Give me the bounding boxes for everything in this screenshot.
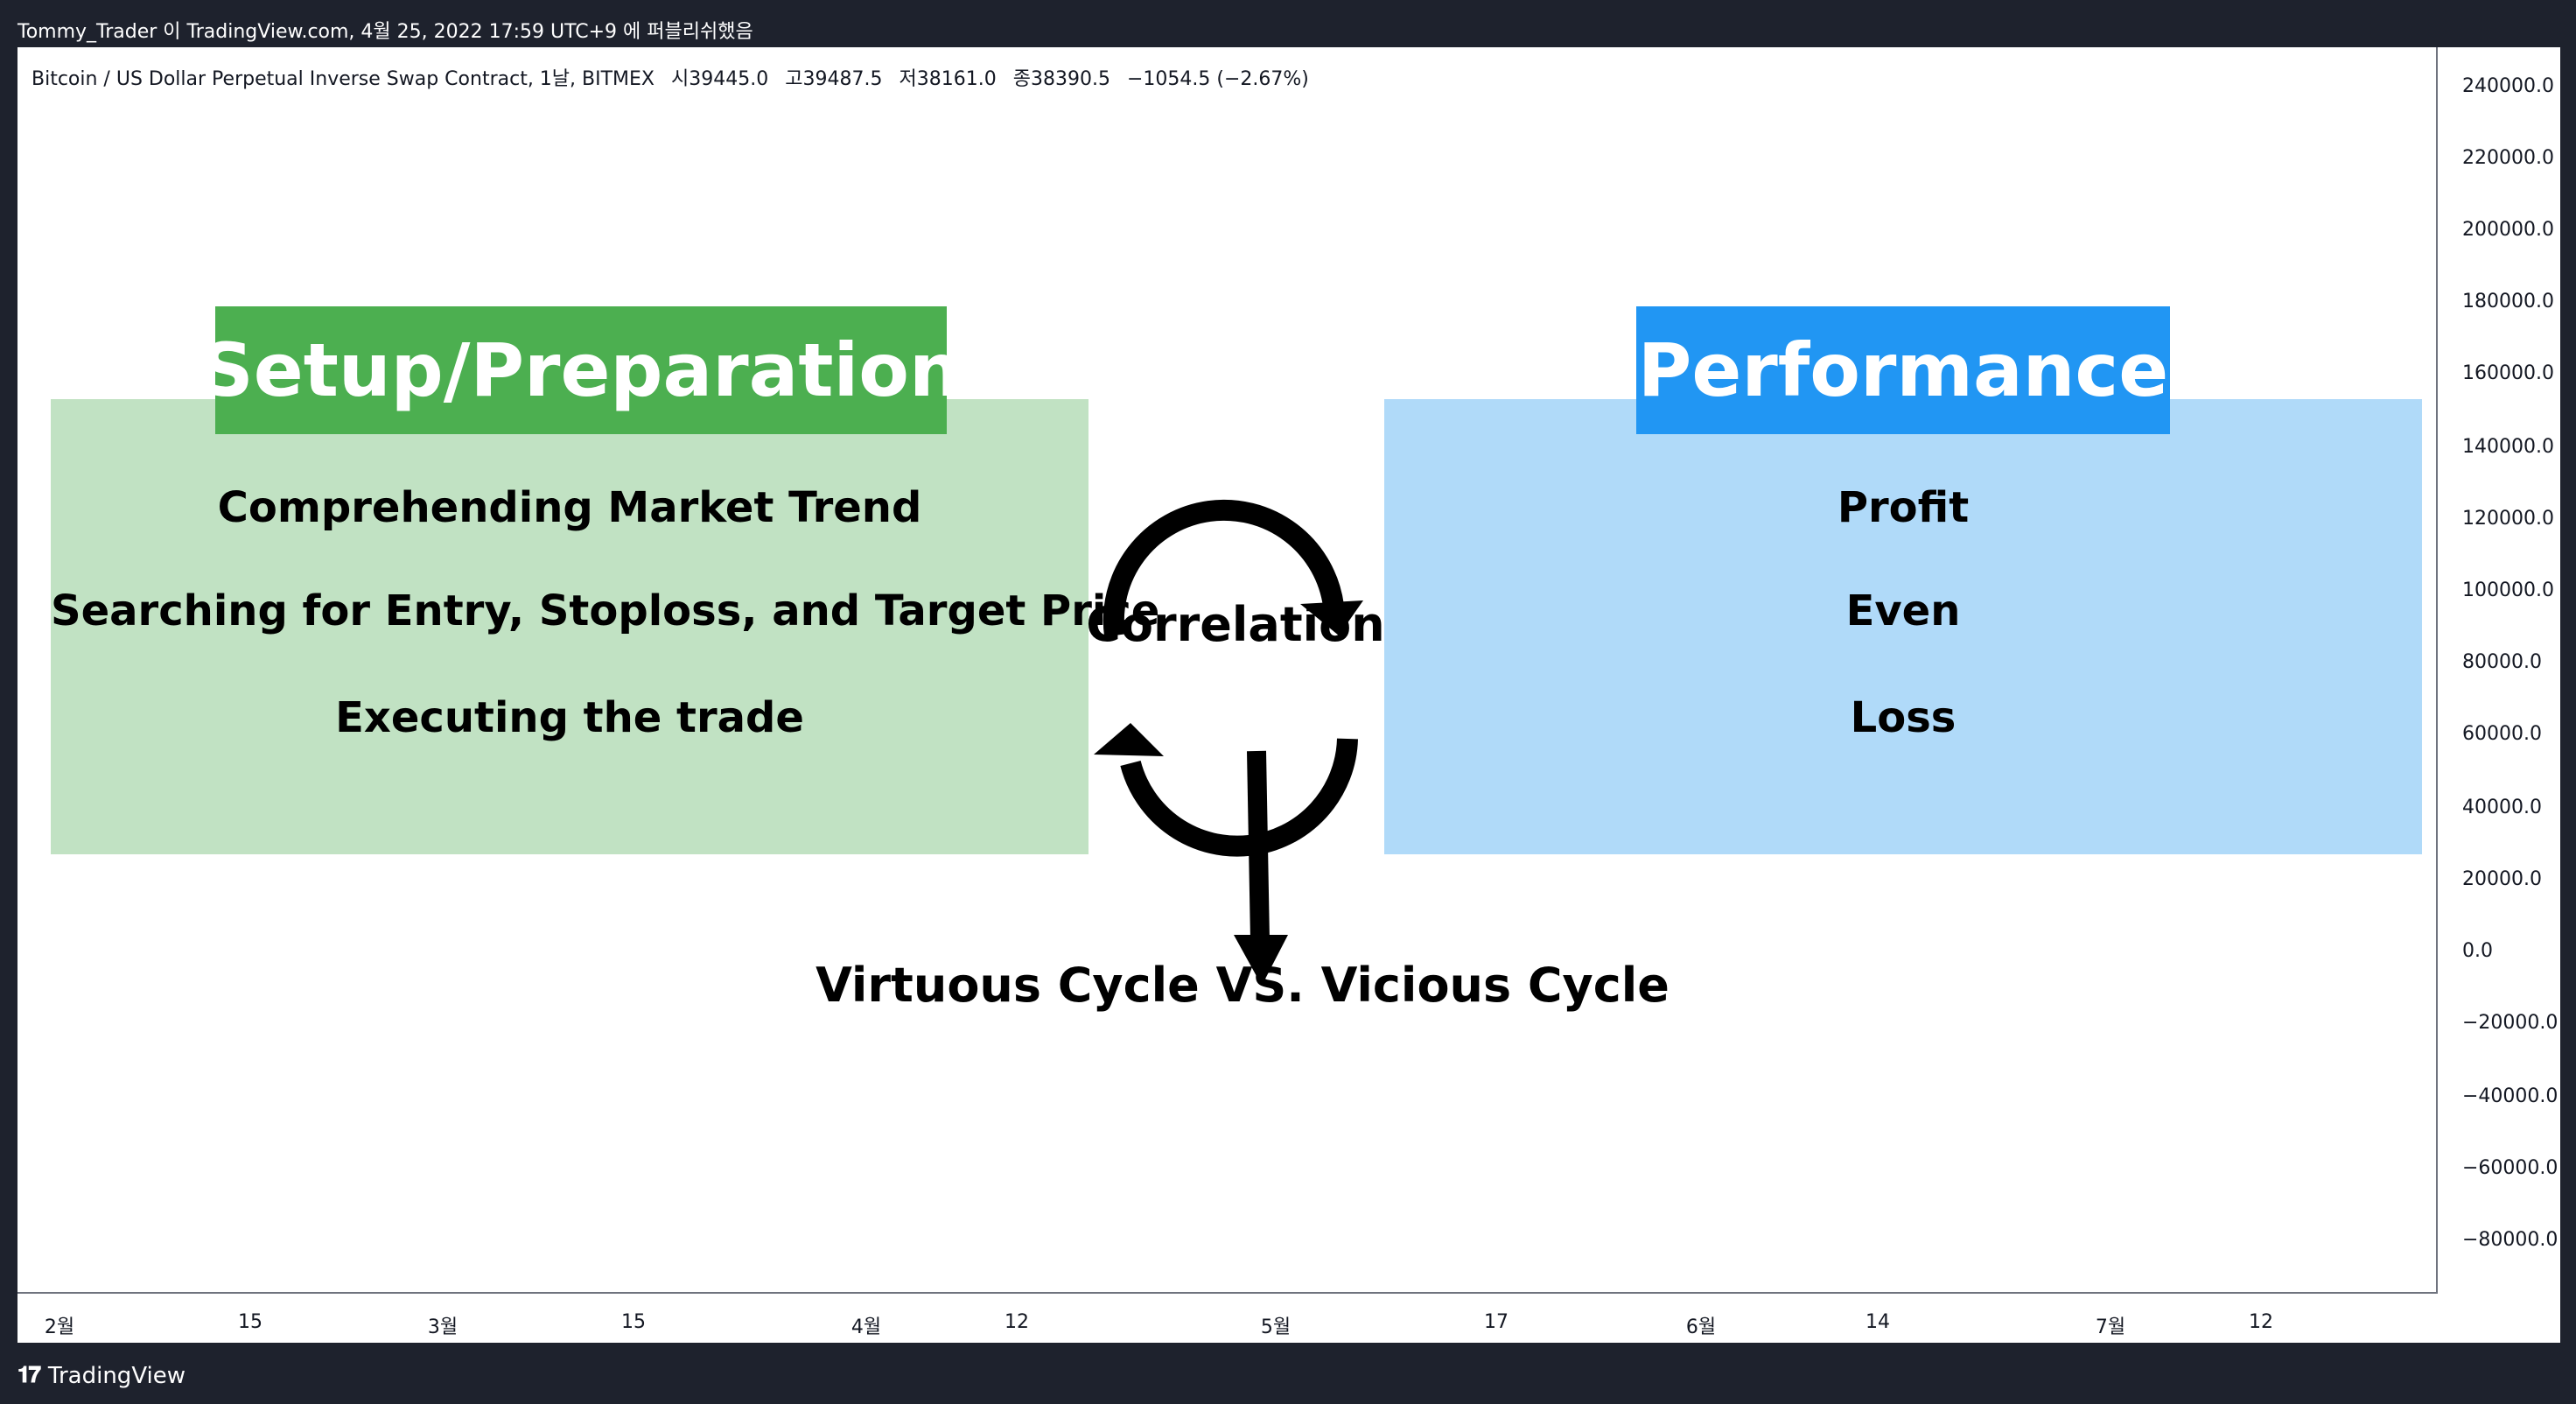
time-tick: 6월 (1685, 1316, 1717, 1338)
time-axis[interactable]: 2월 15 3월 15 4월 12 5월 17 6월 14 7월 12 (18, 1294, 2436, 1343)
time-tick: 7월 (2095, 1316, 2126, 1338)
low-value: 38161.0 (916, 68, 997, 90)
close-value: 38390.5 (1030, 68, 1110, 90)
open-value: 39445.0 (689, 68, 769, 90)
time-tick: 2월 (44, 1316, 75, 1338)
symbol-legend[interactable]: Bitcoin / US Dollar Perpetual Inverse Sw… (32, 63, 1320, 91)
price-tick: 40000.0 (2462, 797, 2542, 818)
setup-panel: Comprehending Market Trend Searching for… (51, 399, 1160, 854)
bottom-arc-arrow (1120, 738, 1358, 857)
performance-item-2: Even (1845, 586, 1961, 635)
top-arrowhead (1300, 600, 1363, 635)
brand-name: TradingView (47, 1362, 186, 1389)
performance-item-1: Profit (1837, 483, 1970, 532)
time-tick: 3월 (427, 1316, 458, 1338)
high-value: 39487.5 (802, 68, 883, 90)
time-tick: 14 (1866, 1311, 1890, 1333)
high-label: 고 (785, 68, 803, 90)
axis-corner (2438, 1294, 2560, 1343)
chart-pane[interactable]: Bitcoin / US Dollar Perpetual Inverse Sw… (18, 47, 2438, 1294)
cycle-arrows-diagram (1094, 499, 1363, 986)
tradingview-logo-icon: 𝟏𝟕 (18, 1362, 41, 1388)
price-tick: 20000.0 (2462, 868, 2542, 890)
price-tick: −60000.0 (2462, 1157, 2558, 1179)
close-label: 종 (1012, 68, 1031, 90)
price-tick: 240000.0 (2462, 75, 2554, 97)
price-tick: 100000.0 (2462, 579, 2554, 601)
chart-frame: Bitcoin / US Dollar Perpetual Inverse Sw… (18, 47, 2560, 1343)
time-tick: 4월 (850, 1316, 882, 1338)
time-tick: 15 (621, 1311, 646, 1333)
price-tick: 180000.0 (2462, 291, 2554, 312)
time-tick: 17 (1484, 1311, 1508, 1333)
price-tick: 140000.0 (2462, 436, 2554, 458)
price-tick: −40000.0 (2462, 1085, 2558, 1107)
cycle-outcome-label: Virtuous Cycle VS. Vicious Cycle (816, 958, 1670, 1013)
time-tick: 12 (2249, 1311, 2273, 1333)
top-bar: Tommy_Trader 이 TradingView.com, 4월 25, 2… (0, 0, 2576, 47)
setup-title: Setup/Preparation (200, 306, 962, 434)
price-tick: 160000.0 (2462, 362, 2554, 384)
setup-item-3: Executing the trade (335, 693, 804, 742)
price-tick: 200000.0 (2462, 219, 2554, 241)
top-arc-arrow (1102, 499, 1344, 637)
performance-title: Performance (1636, 306, 2170, 434)
symbol-title: Bitcoin / US Dollar Perpetual Inverse Sw… (32, 68, 655, 90)
price-tick: 60000.0 (2462, 723, 2542, 745)
time-tick: 15 (238, 1311, 262, 1333)
time-tick: 5월 (1260, 1316, 1292, 1338)
price-tick: 220000.0 (2462, 147, 2554, 169)
tradingview-logo[interactable]: 𝟏𝟕 TradingView (18, 1362, 186, 1389)
price-tick: −80000.0 (2462, 1229, 2558, 1251)
bottom-arrowhead (1094, 723, 1164, 756)
price-tick: 120000.0 (2462, 508, 2554, 530)
setup-item-2: Searching for Entry, Stoploss, and Targe… (51, 586, 1160, 635)
correlation-label: Correlation (1086, 597, 1385, 652)
down-arrow-shaft (1247, 750, 1270, 941)
down-arrowhead (1234, 935, 1288, 986)
performance-panel: Profit Even Loss (1384, 399, 2422, 854)
change-value: −1054.5 (−2.67%) (1126, 68, 1309, 90)
price-tick: −20000.0 (2462, 1012, 2558, 1034)
price-tick: 0.0 (2462, 940, 2493, 962)
publish-info: Tommy_Trader 이 TradingView.com, 4월 25, 2… (18, 21, 753, 43)
price-axis[interactable]: 240000.0 220000.0 200000.0 180000.0 1600… (2438, 47, 2560, 1292)
price-tick: 80000.0 (2462, 651, 2542, 673)
performance-item-3: Loss (1850, 693, 1956, 742)
time-tick: 12 (1004, 1311, 1029, 1333)
low-label: 저 (899, 68, 917, 90)
open-label: 시 (671, 68, 690, 90)
bottom-bar: 𝟏𝟕 TradingView (0, 1343, 2576, 1404)
setup-item-1: Comprehending Market Trend (217, 483, 922, 532)
